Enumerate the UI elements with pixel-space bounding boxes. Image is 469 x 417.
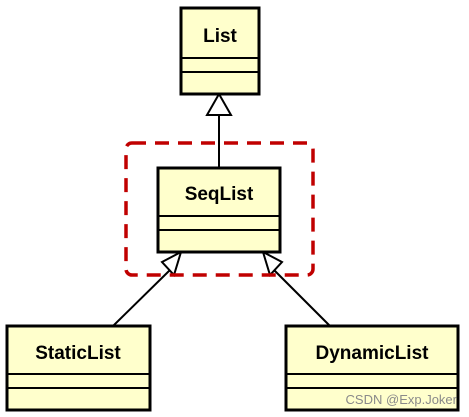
class-list: List	[179, 6, 261, 96]
arrowhead-seqlist-right	[261, 249, 284, 277]
class-staticlist-name: StaticList	[35, 343, 121, 364]
class-staticlist: StaticList	[5, 324, 152, 412]
arrowhead-seqlist-left	[160, 249, 183, 277]
staticlist-to-seqlist-line	[112, 269, 171, 327]
generalization-arrows	[112, 115, 331, 327]
arrowheads	[160, 91, 284, 277]
class-dynamiclist: DynamicList	[284, 324, 460, 412]
class-seqlist-name: SeqList	[185, 184, 254, 205]
arrowhead-list	[205, 91, 233, 116]
dynamiclist-to-seqlist-line	[273, 269, 331, 327]
class-dynamiclist-name: DynamicList	[316, 343, 430, 364]
highlight-dashed-box	[124, 141, 315, 277]
csdn-watermark: CSDN @Exp.Joker	[345, 392, 457, 407]
class-list-name: List	[203, 26, 237, 47]
class-seqlist: SeqList	[156, 166, 282, 254]
